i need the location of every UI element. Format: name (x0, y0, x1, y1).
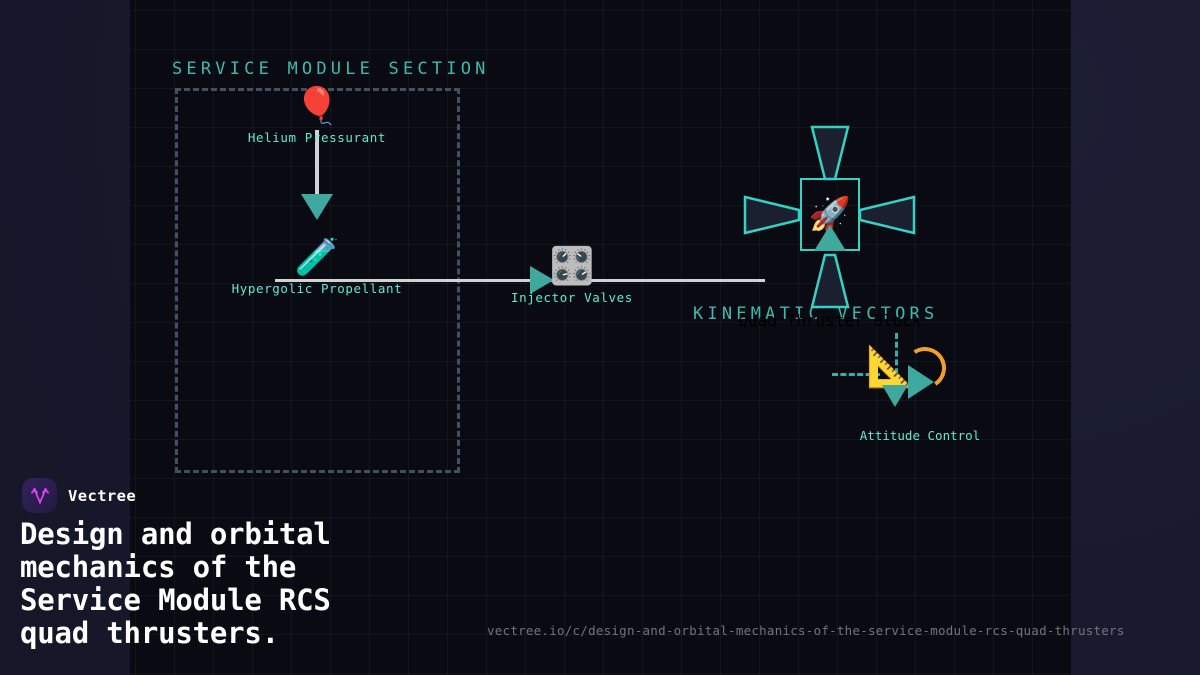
diagram-canvas: SERVICE MODULE SECTION KINEMATIC VECTORS… (130, 0, 1071, 675)
node-label-helium: Helium Pressurant (247, 130, 387, 145)
node-injector-valves[interactable]: 🎛️ Injector Valves (472, 245, 672, 305)
node-label-thruster: Quad Thruster Block (738, 311, 922, 330)
control-knobs-icon: 🎛️ (549, 246, 595, 287)
connector-valves-to-thruster (595, 279, 765, 282)
arrowhead-right-attitude (908, 365, 934, 399)
page-title: Design and orbital mechanics of the Serv… (20, 517, 331, 650)
balloon-icon: 🎈 (294, 86, 340, 127)
triangular-ruler-icon: 📐 (866, 344, 916, 390)
node-helium-pressurant[interactable]: 🎈 Helium Pressurant (217, 85, 417, 145)
connector-helium-to-propellant (315, 130, 319, 204)
source-url: vectree.io/c/design-and-orbital-mechanic… (487, 623, 1125, 638)
section-heading-service-module: SERVICE MODULE SECTION (172, 59, 490, 79)
thruster-nozzle-left (743, 195, 801, 235)
thruster-nozzle-bottom (810, 253, 850, 309)
axis-dashed-horizontal (832, 373, 880, 376)
node-attitude-control[interactable]: 📐 Attitude Control (820, 325, 1020, 455)
arrowhead-down-propellant (301, 194, 333, 220)
axis-dashed-vertical (895, 333, 898, 383)
node-label-propellant: Hypergolic Propellant (231, 281, 403, 296)
vectree-v-tree-icon (30, 487, 49, 505)
node-label-attitude-wrap: Attitude Control (820, 428, 1020, 443)
node-label-valves: Injector Valves (511, 290, 633, 305)
node-label-attitude: Attitude Control (859, 428, 981, 443)
vectree-logo-mark (22, 478, 57, 513)
test-tube-icon: 🧪 (294, 237, 340, 278)
section-heading-kinematic-vectors: KINEMATIC VECTORS (693, 304, 939, 324)
connector-propellant-to-valves (350, 279, 650, 282)
brand-row: Vectree (22, 478, 136, 513)
connector-propellant-rail-left (275, 279, 360, 282)
arrowhead-down-attitude (882, 385, 908, 407)
thruster-nozzle-right (858, 195, 916, 235)
node-label-thruster-wrap: Quad Thruster Block (730, 311, 930, 330)
node-quad-thruster-block[interactable]: 🚀 Quad Thruster Block (738, 125, 922, 330)
brand-name: Vectree (68, 486, 137, 505)
arrowhead-up-thruster-inlet (814, 225, 846, 251)
arrowhead-right-valves (530, 266, 554, 294)
thruster-nozzle-top (810, 125, 850, 181)
node-hypergolic-propellant[interactable]: 🧪 Hypergolic Propellant (217, 236, 417, 296)
